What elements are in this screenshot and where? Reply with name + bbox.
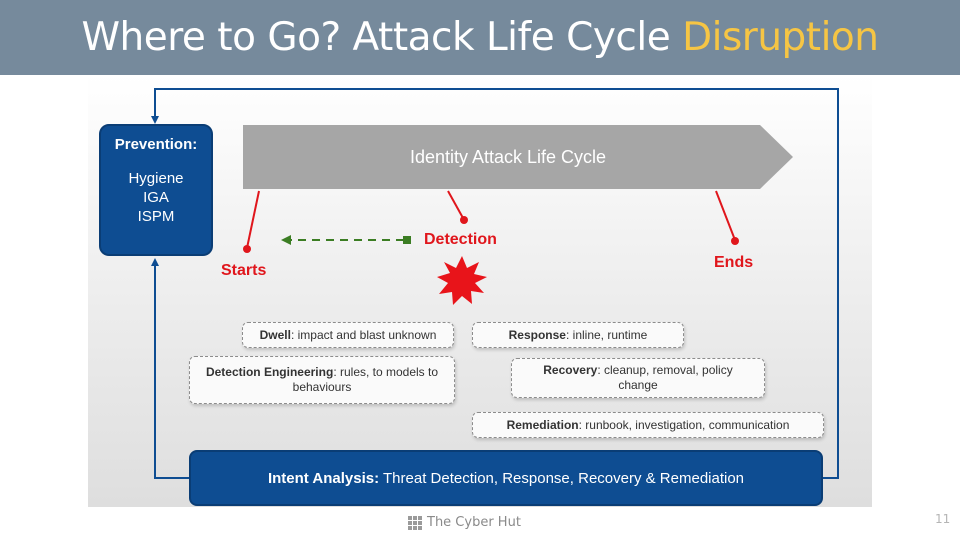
dashed-arrow-tail (403, 236, 411, 244)
detection-label: Detection (424, 231, 497, 248)
response-text: : inline, runtime (565, 327, 648, 342)
loop-line-bottom (151, 258, 189, 479)
remediation-box: Remediation: runbook, investigation, com… (472, 412, 824, 438)
detection-pin-dot (460, 216, 468, 224)
detection-engineering-title: Detection Engineering (205, 365, 334, 379)
intent-analysis-box: Intent Analysis: Threat Detection, Respo… (189, 450, 823, 506)
response-title: Response (508, 327, 566, 342)
ends-pin-line (715, 190, 736, 241)
slide-title: Where to Go? Attack Life Cycle Disruptio… (81, 15, 879, 60)
recovery-box: Recovery: cleanup, removal, policy chang… (511, 358, 765, 398)
detection-pin-line (447, 190, 464, 219)
title-main: Where to Go? Attack Life Cycle (81, 15, 683, 60)
cyber-hut-logo-icon (408, 515, 422, 530)
remediation-text: : runbook, investigation, communication (578, 417, 790, 432)
lifecycle-arrow-label: Identity Attack Life Cycle (409, 146, 607, 167)
starts-pin-line (246, 190, 260, 249)
footer-brand: The Cyber Hut (408, 515, 521, 530)
title-accent: Disruption (682, 15, 879, 60)
ends-pin-dot (731, 237, 739, 245)
lifecycle-arrow (243, 125, 793, 189)
loop-line-top (151, 88, 839, 479)
intent-analysis-text: Threat Detection, Response, Recovery & R… (379, 469, 745, 487)
remediation-title: Remediation (506, 417, 579, 432)
response-box: Response: inline, runtime (472, 322, 684, 348)
recovery-title: Recovery (543, 363, 598, 377)
prevention-item-iga: IGA (143, 189, 169, 206)
prevention-item-hygiene: Hygiene (128, 170, 184, 187)
page-number: 11 (935, 512, 951, 526)
ends-label: Ends (714, 254, 754, 271)
prevention-list: Hygiene IGA ISPM (101, 169, 211, 226)
dwell-title: Dwell (259, 327, 291, 342)
starts-pin-dot (243, 245, 251, 253)
dwell-text: : impact and blast unknown (290, 327, 437, 342)
detection-engineering-box: Detection Engineering: rules, to models … (189, 356, 455, 404)
recovery-text: : cleanup, removal, policy change (597, 363, 733, 392)
footer-text: The Cyber Hut (427, 515, 521, 530)
prevention-item-ispm: ISPM (137, 208, 175, 225)
prevention-title: Prevention: (114, 136, 198, 153)
intent-analysis-title: Intent Analysis: (267, 469, 380, 487)
explosion-burst-icon (437, 256, 487, 305)
detection-engineering-text: : rules, to models to behaviours (292, 365, 439, 394)
dwell-box: Dwell: impact and blast unknown (242, 322, 454, 348)
title-bar: Where to Go? Attack Life Cycle Disruptio… (0, 0, 960, 75)
prevention-box: Prevention: Hygiene IGA ISPM (99, 124, 213, 256)
starts-label: Starts (221, 262, 267, 279)
